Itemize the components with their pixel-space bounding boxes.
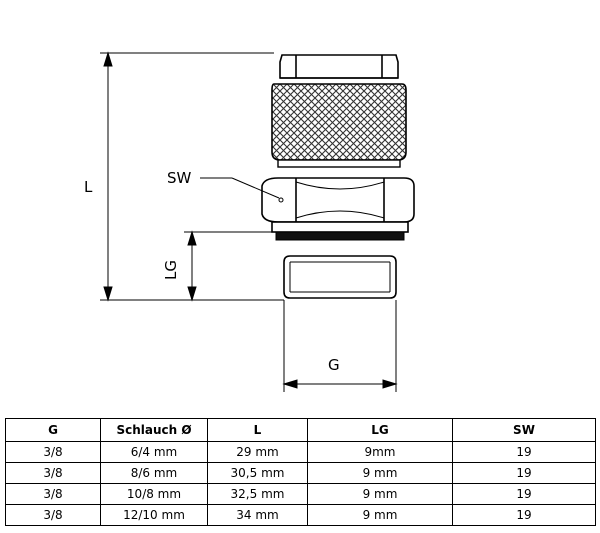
label-g: G: [328, 356, 340, 374]
table-row: 3/8 10/8 mm 32,5 mm 9 mm 19: [5, 483, 596, 505]
label-sw: SW: [167, 169, 192, 187]
cell-lg: 9 mm: [307, 483, 453, 505]
label-l: L: [84, 178, 93, 196]
cell-schlauch: 8/6 mm: [100, 462, 208, 484]
col-header-g: G: [5, 418, 101, 442]
cell-lg: 9mm: [307, 441, 453, 463]
knurled-grip: [271, 83, 407, 168]
label-lg: LG: [162, 260, 180, 280]
spec-table: G Schlauch Ø L LG SW 3/8 6/4 mm 29 mm 9m…: [5, 418, 596, 526]
cell-schlauch: 6/4 mm: [100, 441, 208, 463]
cell-g: 3/8: [5, 462, 101, 484]
cell-sw: 19: [452, 441, 596, 463]
sw-leader: [200, 177, 280, 199]
cell-l: 34 mm: [207, 504, 308, 526]
hex-body: [261, 177, 415, 233]
table-header-row: G Schlauch Ø L LG SW: [5, 418, 596, 442]
cell-lg: 9 mm: [307, 462, 453, 484]
cell-g: 3/8: [5, 504, 101, 526]
cell-l: 32,5 mm: [207, 483, 308, 505]
table-row: 3/8 6/4 mm 29 mm 9mm 19: [5, 441, 596, 463]
cell-lg: 9 mm: [307, 504, 453, 526]
col-header-schlauch: Schlauch Ø: [100, 418, 208, 442]
col-header-l: L: [207, 418, 308, 442]
cell-l: 29 mm: [207, 441, 308, 463]
cell-sw: 19: [452, 483, 596, 505]
cell-schlauch: 12/10 mm: [100, 504, 208, 526]
col-header-lg: LG: [307, 418, 453, 442]
cell-sw: 19: [452, 504, 596, 526]
cell-g: 3/8: [5, 483, 101, 505]
fitting-drawing: L LG SW G: [84, 51, 415, 392]
table-row: 3/8 8/6 mm 30,5 mm 9 mm 19: [5, 462, 596, 484]
threaded-shank: [283, 255, 397, 299]
o-ring: [275, 231, 405, 241]
dimension-g: [282, 300, 398, 392]
cap-nut: [279, 54, 399, 79]
col-header-sw: SW: [452, 418, 596, 442]
cell-g: 3/8: [5, 441, 101, 463]
cell-schlauch: 10/8 mm: [100, 483, 208, 505]
dimension-lg: [184, 230, 284, 302]
table-row: 3/8 12/10 mm 34 mm 9 mm 19: [5, 504, 596, 526]
cell-l: 30,5 mm: [207, 462, 308, 484]
cell-sw: 19: [452, 462, 596, 484]
